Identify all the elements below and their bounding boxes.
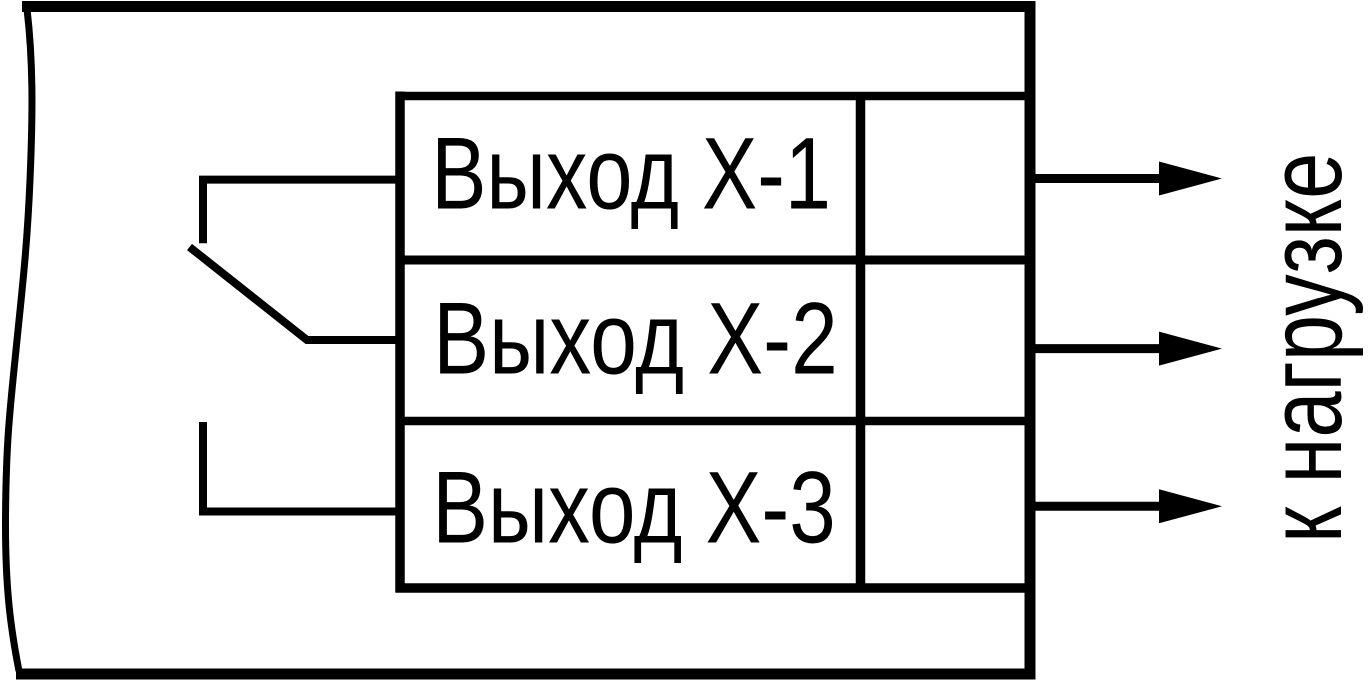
svg-text:Выход Х-1: Выход Х-1 [431,117,831,231]
svg-text:Выход Х-2: Выход Х-2 [433,282,838,396]
svg-text:к нагрузке: к нагрузке [1247,153,1364,543]
svg-text:Выход Х-3: Выход Х-3 [432,451,835,565]
